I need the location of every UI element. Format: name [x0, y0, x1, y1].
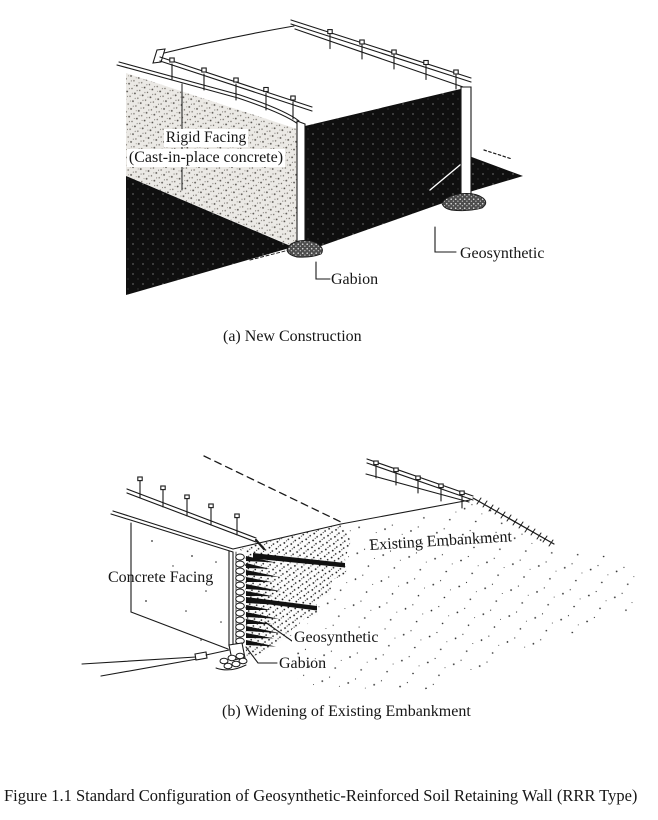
- gabion-label-b: Gabion: [279, 655, 327, 672]
- old-crest-dashed-line: [203, 455, 342, 523]
- guardrail-terminal: [152, 48, 166, 64]
- geosynthetic-leader-b: [264, 621, 293, 642]
- right-corner-column: [460, 86, 472, 200]
- diagram-b-caption: (b) Widening of Existing Embankment: [222, 703, 471, 720]
- ground-slope-shadow-left: [126, 176, 293, 295]
- front-corner-column: [296, 120, 306, 244]
- gabion-leader-b: [245, 646, 278, 664]
- geosynthetic-long-layer-1: [253, 553, 345, 568]
- geosynthetic-leader-a: [434, 226, 457, 253]
- road-surface-left-edge: [118, 61, 300, 122]
- gabion-bag-stack: [235, 551, 245, 647]
- guardrail-left-b: [126, 476, 266, 551]
- guardrail-right-b: [365, 458, 474, 509]
- embankment-top-edge: [340, 499, 471, 525]
- gabion-label-a: Gabion: [331, 271, 379, 288]
- road-edge-left-b: [112, 510, 234, 550]
- ground-lines-b: [81, 649, 230, 677]
- geosynthetic-wall-face-dark: [305, 87, 523, 246]
- geosynthetic-layers: [246, 553, 345, 647]
- gabion-mound-front: [286, 239, 323, 258]
- ground-hatch-right: [483, 149, 513, 160]
- ground-hatch-left: [249, 248, 294, 261]
- guardrail-left: [152, 48, 313, 120]
- diagram-a-caption: (a) New Construction: [223, 328, 362, 345]
- rigid-facing-label-line2: (Cast-in-place concrete): [126, 149, 286, 167]
- guardrail-back: [290, 19, 472, 90]
- concrete-facing-label: Concrete Facing: [108, 569, 214, 586]
- geosynthetic-long-layer-2: [246, 597, 317, 611]
- geosynthetic-label-b: Geosynthetic: [292, 629, 381, 646]
- rigid-facing-label-line1: Rigid Facing: [163, 129, 249, 147]
- slope-crest-hatch: [472, 497, 555, 547]
- road-surface-back-edge: [159, 25, 295, 55]
- gabion-mound-right: [441, 193, 487, 212]
- rigid-facing-label: Rigid Facing (Cast-in-place concrete): [118, 129, 294, 167]
- gabion-cluster-b: [215, 652, 248, 671]
- gabion-leader-a: [315, 261, 331, 280]
- cut-top-edge: [232, 523, 342, 550]
- geosynthetic-label-a: Geosynthetic: [460, 245, 545, 262]
- ground-line-highlight: [429, 159, 467, 191]
- figure-caption: Figure 1.1 Standard Configuration of Geo…: [4, 786, 638, 805]
- road-surface-right-edge: [294, 28, 470, 90]
- concrete-facing-face: [130, 522, 234, 650]
